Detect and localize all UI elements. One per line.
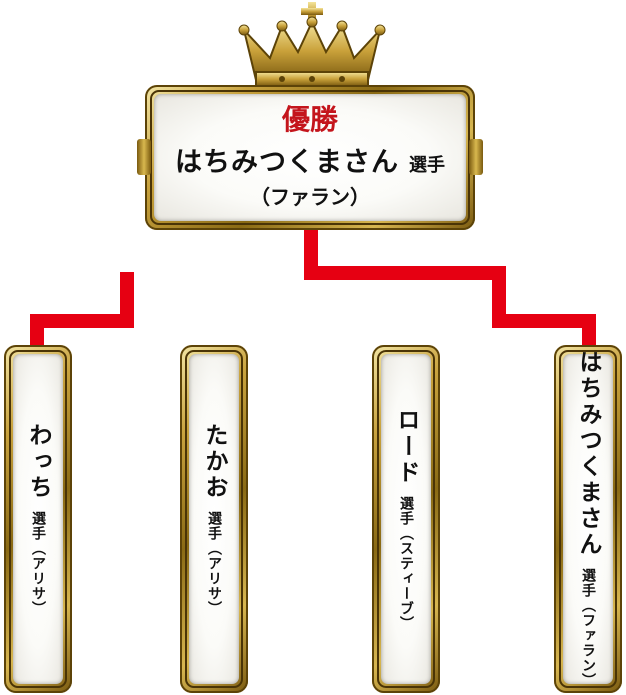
winner-plate-right-tab [469,139,483,175]
bracket-line-left-vertical-bottom [30,314,44,350]
player-plate-4: はちみつくまさん選手（ファラン） [554,345,622,693]
player-3-text: ロード選手（スティーブ） [389,408,423,631]
player-3-name: ロード [393,407,419,486]
player-plate-1: わっち選手（アリサ） [4,345,72,693]
bracket-line-left-horizontal [30,314,134,328]
player-plate-2: たかお選手（アリサ） [180,345,248,693]
player-2-name: たかお [201,422,227,501]
player-1-name: わっち [25,422,51,501]
player-2-suffix: 選手 [206,510,222,541]
winner-plate: 優勝 はちみつくまさん 選手 （ファラン） [137,85,483,230]
player-4-character: （ファラン） [580,598,596,688]
player-plate-3: ロード選手（スティーブ） [372,345,440,693]
bracket-line-right-horizontal-lower [492,314,596,328]
player-3-suffix: 選手 [398,495,414,526]
player-4-suffix: 選手 [580,568,596,598]
player-4-text: はちみつくまさん選手（ファラン） [571,350,605,688]
winner-suffix: 選手 [409,154,445,176]
winner-title: 優勝 [281,103,338,137]
player-2-text: たかお選手（アリサ） [197,423,231,616]
bracket-line-right-horizontal-upper [304,266,506,280]
crown-icon [238,2,386,87]
player-1-character: （アリサ） [30,540,46,616]
winner-name: はちみつくまさん [175,146,399,178]
winner-character: （ファラン） [250,184,370,209]
bracket-line-right-vertical-mid [492,266,506,328]
bracket-line-right-vertical-bottom [582,314,596,350]
player-4-name: はちみつくまさん [575,350,601,558]
winner-plate-left-tab [137,139,151,175]
player-3-character: （スティーブ） [398,525,414,631]
winner-name-row: はちみつくまさん 選手 [175,140,445,179]
player-1-suffix: 選手 [30,510,46,541]
player-2-character: （アリサ） [206,540,222,616]
player-1-text: わっち選手（アリサ） [21,423,55,616]
winner-plate-inner: 優勝 はちみつくまさん 選手 （ファラン） [154,94,466,221]
